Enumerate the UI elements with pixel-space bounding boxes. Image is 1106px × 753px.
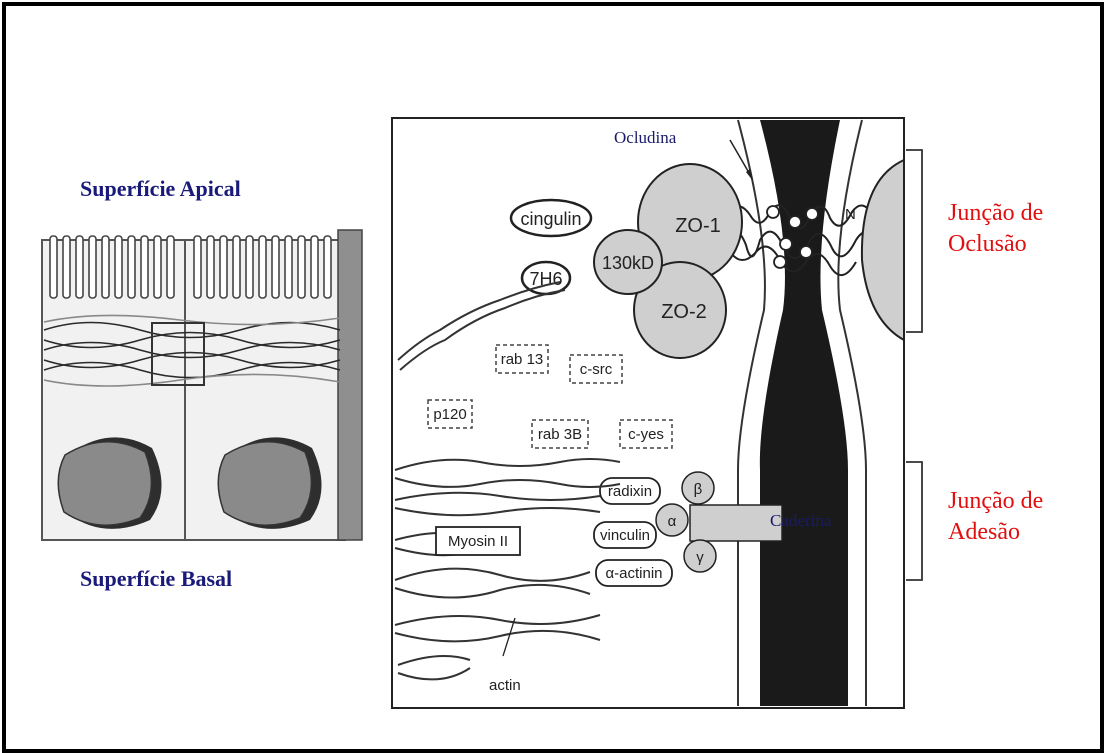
csrc-label: c-src: [580, 361, 613, 378]
rab13-label: rab 13: [501, 351, 544, 368]
p120-label: p120: [433, 406, 466, 423]
zo1-label: ZO-1: [675, 215, 721, 237]
myosin-label: Myosin II: [448, 533, 508, 550]
cadherin-label: Caderina: [770, 511, 831, 531]
n-terminus-right: N: [845, 206, 856, 223]
alpha-label: α: [668, 513, 677, 530]
zo2-label: ZO-2: [661, 301, 707, 323]
apical-surface-title: Superfície Apical: [80, 176, 241, 202]
kd130-label: 130kD: [602, 253, 654, 273]
actin-label: actin: [489, 677, 521, 694]
adherens-junction-line-2: Adesão: [948, 517, 1043, 548]
cingulin-label: cingulin: [520, 209, 581, 229]
adherens-junction-line-1: Junção de: [948, 486, 1043, 517]
adherens-junction-label: Junção de Adesão: [948, 486, 1043, 548]
adherens-junction-bracket: [906, 462, 922, 580]
tight-junction-line-1: Junção de: [948, 198, 1043, 229]
tight-junction-bracket: [906, 150, 922, 332]
cadherin-bar: [690, 505, 782, 541]
vinculin-label: vinculin: [600, 527, 650, 544]
gamma-label: γ: [696, 549, 704, 566]
occludin-label: Ocludina: [614, 128, 676, 148]
rab3b-label: rab 3B: [538, 426, 582, 443]
tight-junction-label: Junção de Oclusão: [948, 198, 1043, 260]
cyes-label: c-yes: [628, 426, 664, 443]
basal-surface-title: Superfície Basal: [80, 566, 232, 592]
tight-junction-line-2: Oclusão: [948, 229, 1043, 260]
beta-label: β: [694, 481, 703, 498]
actinin-label: α-actinin: [605, 565, 662, 582]
